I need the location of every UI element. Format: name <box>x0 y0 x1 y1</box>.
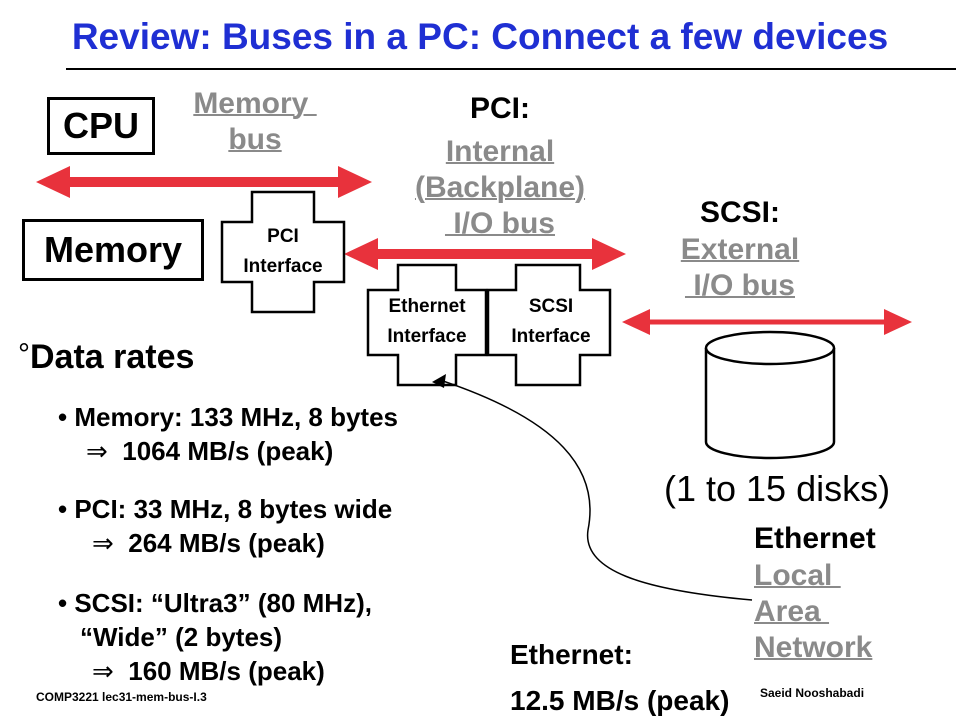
data-rate-line: • Memory: 133 MHz, 8 bytes <box>58 400 558 434</box>
ethernet-lan-line: Area <box>754 595 830 628</box>
data-rate-result: ⇒ 160 MB/s (peak) <box>58 654 538 688</box>
ethernet-rate-line: 12.5 MB/s (peak) <box>510 685 730 716</box>
memory-box: Memory <box>22 219 204 281</box>
data-rate-value: 160 MB/s (peak) <box>128 656 325 686</box>
data-rates-heading: °Data rates <box>18 338 194 377</box>
scsi-interface-label: SCSI Interface <box>490 292 612 352</box>
footer-right: Saeid Nooshabadi <box>760 686 865 700</box>
memory-bus-line: bus <box>228 123 282 156</box>
bullet-dot-icon: • <box>58 402 68 432</box>
data-rate-value: 1064 MB/s (peak) <box>122 436 334 466</box>
ethernet-interface-line: Interface <box>387 326 467 347</box>
title-rule <box>66 68 956 70</box>
data-rate-item: • Memory: 133 MHz, 8 bytes ⇒ 1064 MB/s (… <box>58 400 558 468</box>
pci-interface-label: PCI Interface <box>222 222 344 282</box>
ethernet-interface-line: Ethernet <box>388 296 466 317</box>
data-rate-result: ⇒ 1064 MB/s (peak) <box>58 434 558 468</box>
ethernet-rate-line: Ethernet: <box>510 639 633 670</box>
ethernet-lan-line: Network <box>754 631 873 664</box>
pci-bus-label: Internal (Backplane) I/O bus <box>380 134 620 242</box>
scsi-interface-line: Interface <box>511 326 591 347</box>
ethernet-connector-arrow <box>432 374 753 601</box>
bullet-dot-icon: • <box>58 494 68 524</box>
pci-interface-shape <box>220 190 346 314</box>
data-rate-result: ⇒ 264 MB/s (peak) <box>58 526 558 560</box>
scsi-header: SCSI: <box>699 196 780 229</box>
pci-bus-arrow <box>344 238 626 270</box>
pci-interface-line: Interface <box>243 256 323 277</box>
data-rates-title: Data rates <box>30 338 195 376</box>
degree-bullet-icon: ° <box>18 338 30 371</box>
data-rate-text: SCSI: “Ultra3” (80 MHz), <box>74 588 372 618</box>
scsi-interface-line: SCSI <box>528 296 574 317</box>
page-title: Review: Buses in a PC: Connect a few dev… <box>71 16 889 57</box>
pci-bus-line: (Backplane) <box>414 171 586 204</box>
memory-bus-line: Memory <box>193 87 317 120</box>
ethernet-lan-line: Local <box>754 559 841 592</box>
data-rate-item: • SCSI: “Ultra3” (80 MHz), “Wide” (2 byt… <box>58 586 538 688</box>
memory-label: Memory <box>43 229 183 270</box>
data-rate-item: • PCI: 33 MHz, 8 bytes wide ⇒ 264 MB/s (… <box>58 492 558 560</box>
pci-interface-line: PCI <box>267 226 299 247</box>
scsi-bus-line: I/O bus <box>684 269 795 302</box>
scsi-bus-line: External <box>680 233 800 266</box>
implies-icon: ⇒ <box>92 528 114 558</box>
scsi-bus-label: External I/O bus <box>640 232 840 304</box>
pci-bus-line: I/O bus <box>444 207 555 240</box>
implies-icon: ⇒ <box>86 436 108 466</box>
implies-icon: ⇒ <box>92 656 114 686</box>
disk-cylinder-icon <box>704 330 836 460</box>
data-rate-line: “Wide” (2 bytes) <box>58 620 538 654</box>
cpu-label: CPU <box>62 105 139 146</box>
cpu-box: CPU <box>47 97 155 155</box>
footer-left: COMP3221 lec31-mem-bus-I.3 <box>36 690 207 704</box>
scsi-interface-shape <box>486 263 612 387</box>
data-rate-value: 264 MB/s (peak) <box>128 528 325 558</box>
data-rate-line: • PCI: 33 MHz, 8 bytes wide <box>58 492 558 526</box>
bullet-dot-icon: • <box>58 588 68 618</box>
ethernet-lan-header: Ethernet <box>754 522 876 555</box>
data-rate-line: • SCSI: “Ultra3” (80 MHz), <box>58 586 538 620</box>
pci-bus-line: Internal <box>445 135 555 168</box>
pci-header: PCI: <box>470 92 530 125</box>
disks-label: (1 to 15 disks) <box>664 468 891 509</box>
scsi-bus-arrow <box>622 309 912 335</box>
data-rate-text: PCI: 33 MHz, 8 bytes wide <box>74 494 393 524</box>
memory-bus-arrow <box>36 166 372 198</box>
ethernet-interface-label: Ethernet Interface <box>366 292 488 352</box>
memory-bus-label: Memory bus <box>160 86 350 158</box>
ethernet-rate: Ethernet: 12.5 MB/s (peak) <box>510 632 729 724</box>
data-rate-text: “Wide” (2 bytes) <box>80 622 283 652</box>
data-rate-text: Memory: 133 MHz, 8 bytes <box>74 402 399 432</box>
ethernet-lan-label: Local Area Network <box>754 558 872 666</box>
